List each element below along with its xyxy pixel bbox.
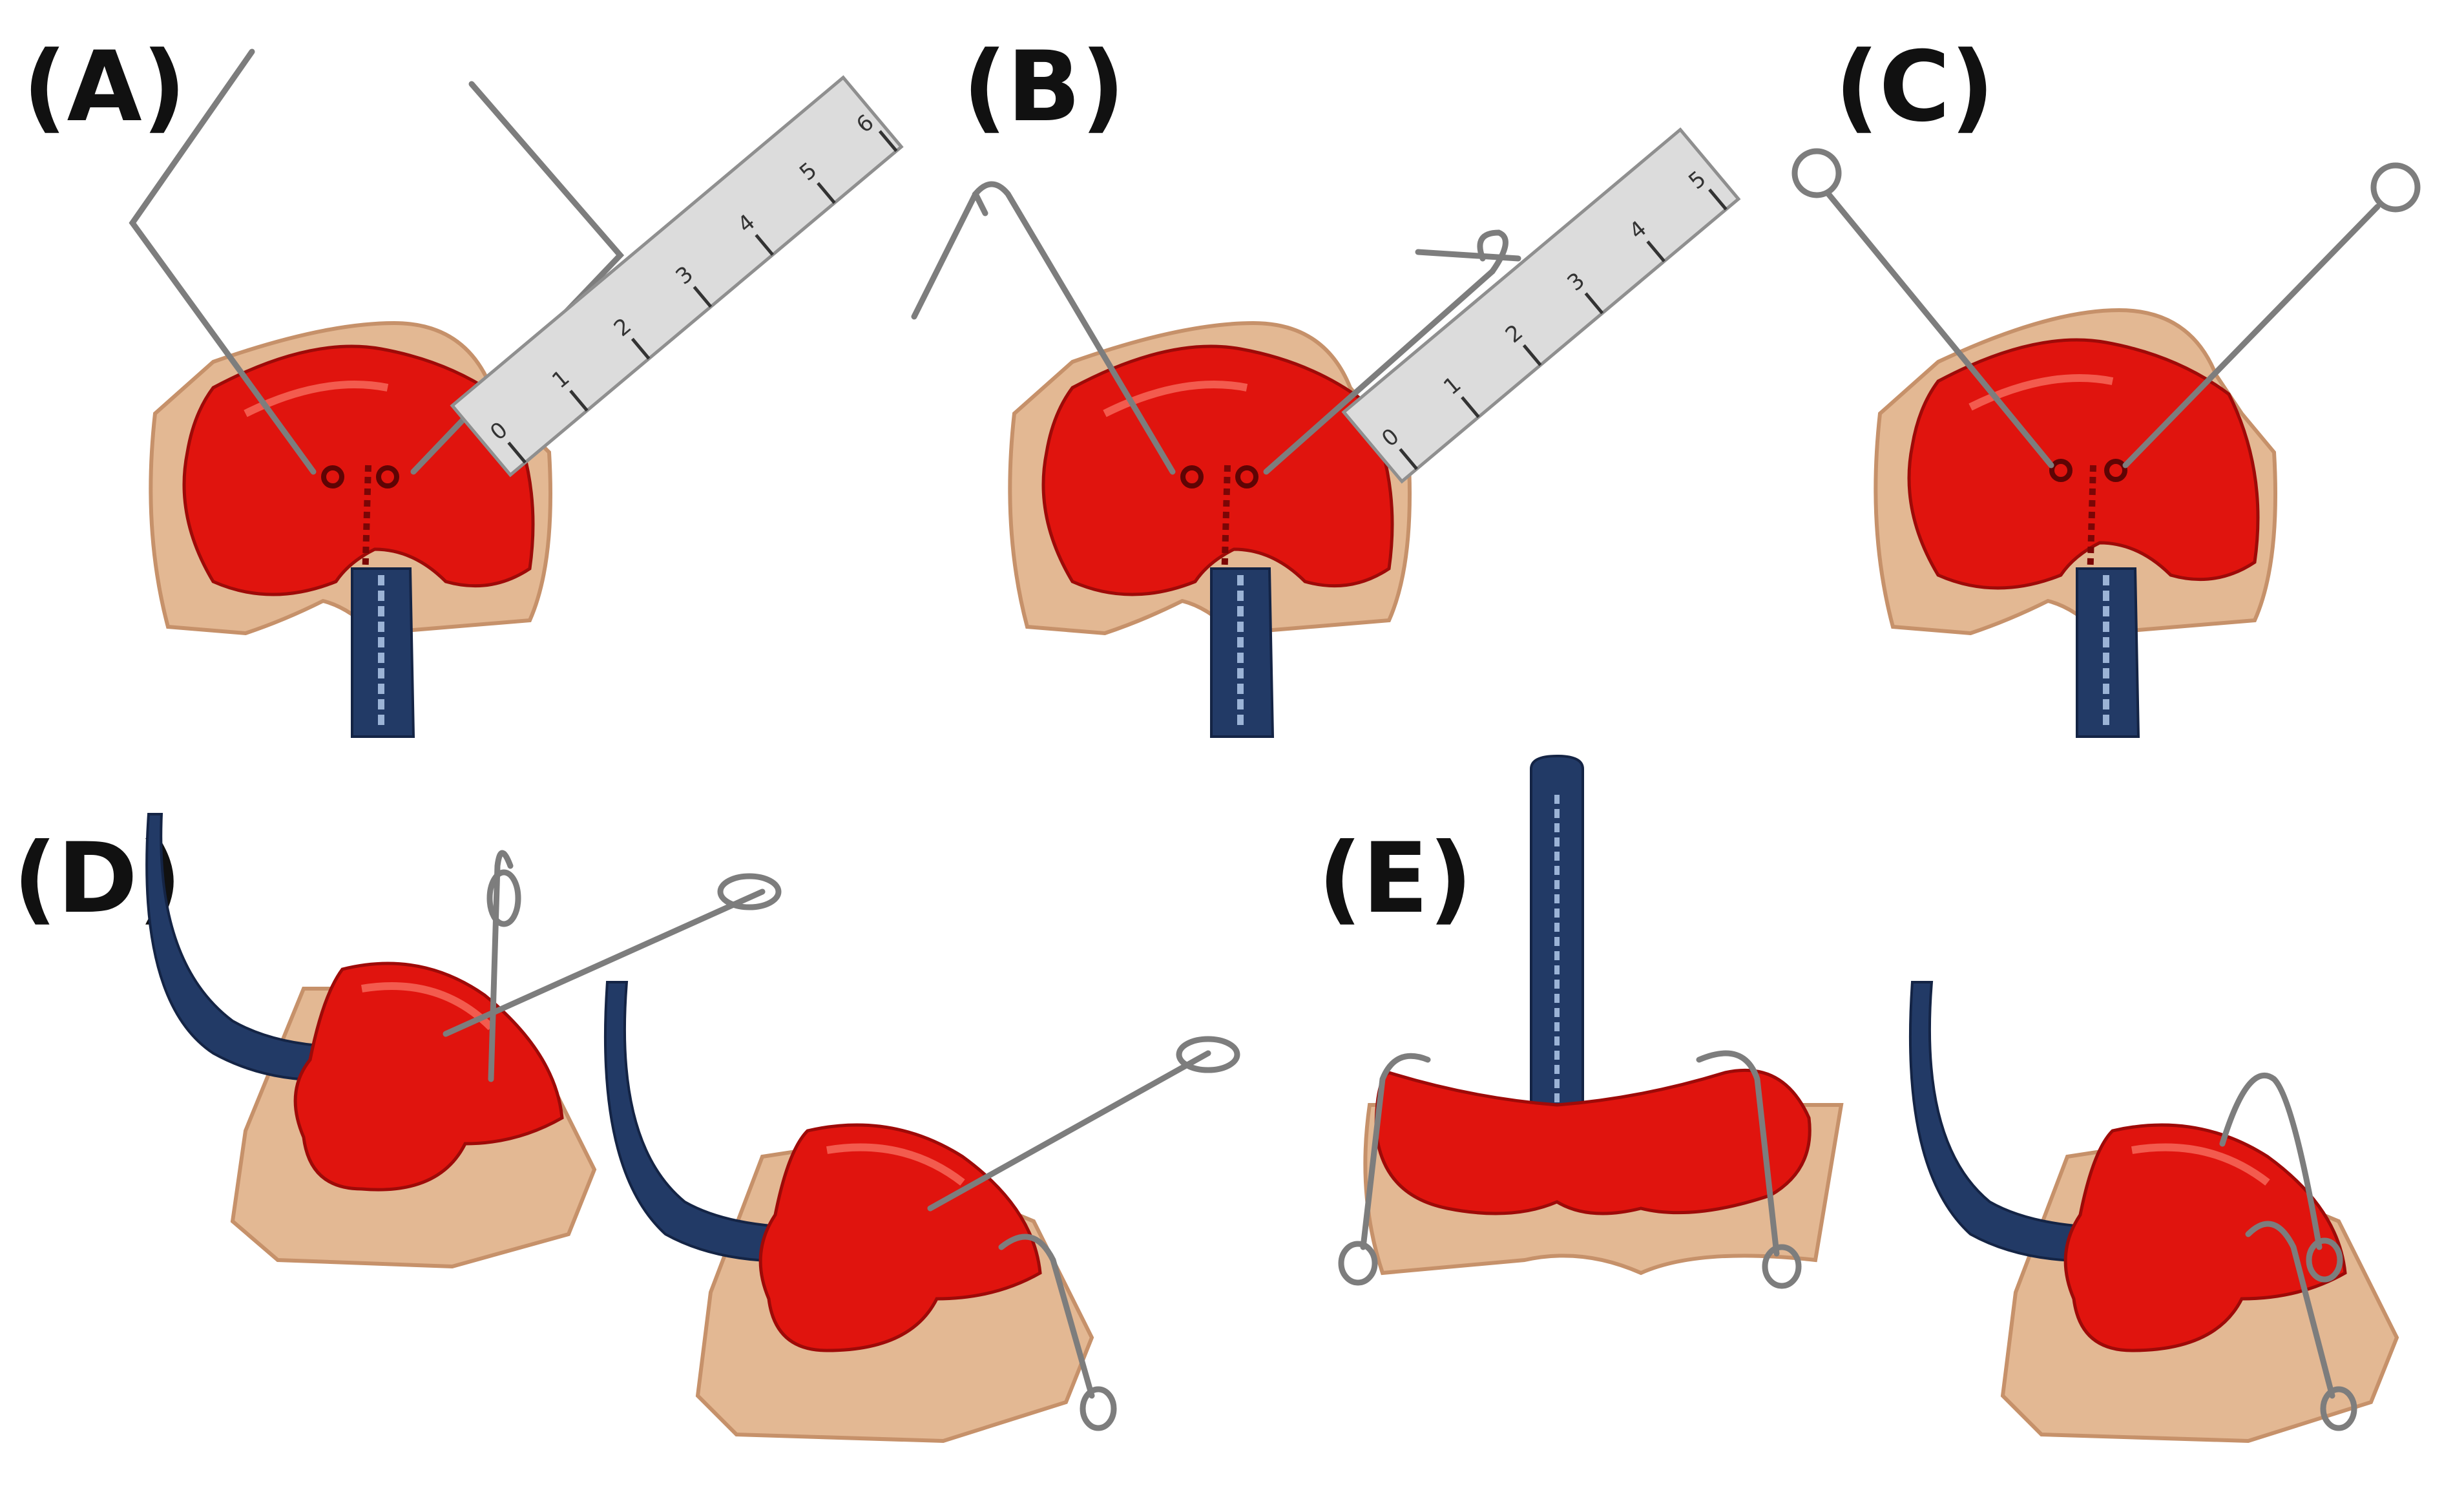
wire-upper (2219, 1073, 2323, 1250)
loop-left (321, 465, 344, 489)
appliance-palate (1041, 344, 1394, 596)
panel-a: (A) 0 1 2 3 4 5 6 (0, 0, 904, 738)
panel-b-photo: 0 1 2 3 4 5 (911, 127, 1741, 738)
wire-left-tail (911, 191, 979, 320)
wire-left (1825, 191, 2054, 468)
ruler-a: 0 1 2 3 4 5 6 (450, 75, 904, 478)
wire-right (1696, 1050, 1780, 1257)
panel-a-photo: 0 1 2 3 4 5 6 (129, 48, 904, 738)
wire-eyelet (1080, 1386, 1117, 1431)
appliance-body (758, 1123, 1042, 1352)
panel-d: (D) (0, 756, 1279, 1492)
wire-hook (998, 1234, 1095, 1399)
appliance-palate (182, 344, 535, 596)
midline-screw (1221, 465, 1231, 582)
appliance-body (1374, 1068, 1811, 1215)
wire-diagonal (443, 888, 766, 1037)
wire-right (1263, 268, 1496, 475)
appliance-body (2063, 1123, 2347, 1352)
ruler-b: 0 1 2 3 4 5 (1341, 127, 1741, 484)
panel-d-photo (145, 813, 1240, 1444)
appliance-d-back (603, 981, 1240, 1444)
loop-left (2049, 459, 2072, 482)
wire-eyelet (2306, 1237, 2343, 1283)
panel-label-b: (B) (963, 31, 1125, 143)
wire-eyelet (1176, 1036, 1240, 1073)
appliance-highlight (1968, 374, 2114, 411)
wire-right (2122, 204, 2381, 468)
wire-left (1360, 1053, 1431, 1250)
appliance-e-side (1908, 981, 2399, 1444)
wire-eyelet (1338, 1241, 1378, 1286)
panel-c: (C) (1757, 0, 2464, 738)
panel-label-e: (E) (1318, 823, 1473, 935)
wire-left (129, 48, 317, 475)
wire-diagonal (927, 1050, 1211, 1212)
wire-eyelet (717, 873, 782, 910)
loop-right (1235, 465, 1258, 489)
wire-vertical (488, 850, 514, 1082)
midline-screw (362, 465, 371, 582)
panel-e-photo (1338, 754, 2399, 1444)
panel-c-photo (1791, 148, 2421, 738)
panel-label-a: (A) (23, 31, 187, 143)
panel-b: (B) 0 1 2 3 4 5 (879, 0, 1757, 738)
wire-eyelet (486, 869, 521, 927)
appliance-e-front (1338, 754, 1844, 1289)
appliance-highlight (826, 1143, 965, 1186)
appliance-d-front (145, 813, 782, 1269)
wire-right-hook (1415, 229, 1521, 275)
wire-eyelet-right (2370, 162, 2421, 213)
wire-lower (2245, 1221, 2335, 1399)
panel-e: (E) (1279, 754, 2464, 1492)
appliance-highlight (2131, 1143, 2270, 1186)
loop-left (1180, 465, 1204, 489)
appliance-highlight (361, 982, 494, 1031)
wire-eyelet (2320, 1386, 2357, 1431)
loop-right (2104, 459, 2127, 482)
appliance-highlight (1103, 381, 1248, 417)
midline-screw (2087, 465, 2096, 582)
wire-eyelet-left (1791, 148, 1842, 198)
panel-label-c: (C) (1835, 31, 1995, 143)
wire-eyelet (1762, 1244, 1802, 1289)
loop-right (376, 465, 399, 489)
